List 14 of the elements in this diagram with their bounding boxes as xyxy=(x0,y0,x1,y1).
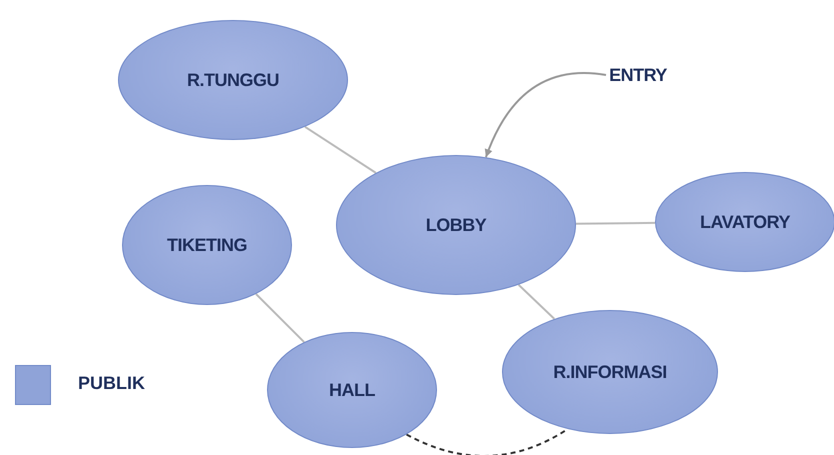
connector xyxy=(255,293,305,343)
connector xyxy=(304,126,376,174)
connector xyxy=(406,428,568,455)
room-label: HALL xyxy=(329,380,375,400)
room-label: ENTRY xyxy=(609,64,667,86)
room-label: LOBBY xyxy=(426,214,486,236)
room-label: LAVATORY xyxy=(700,212,790,232)
legend-label: PUBLIK xyxy=(78,373,145,394)
room-label: R.TUNGGU xyxy=(187,70,279,90)
room-label: TIKETING xyxy=(167,234,247,256)
room-label: R.INFORMASI xyxy=(553,362,667,382)
connector xyxy=(518,284,556,320)
connector xyxy=(576,222,656,225)
connector xyxy=(484,72,606,158)
